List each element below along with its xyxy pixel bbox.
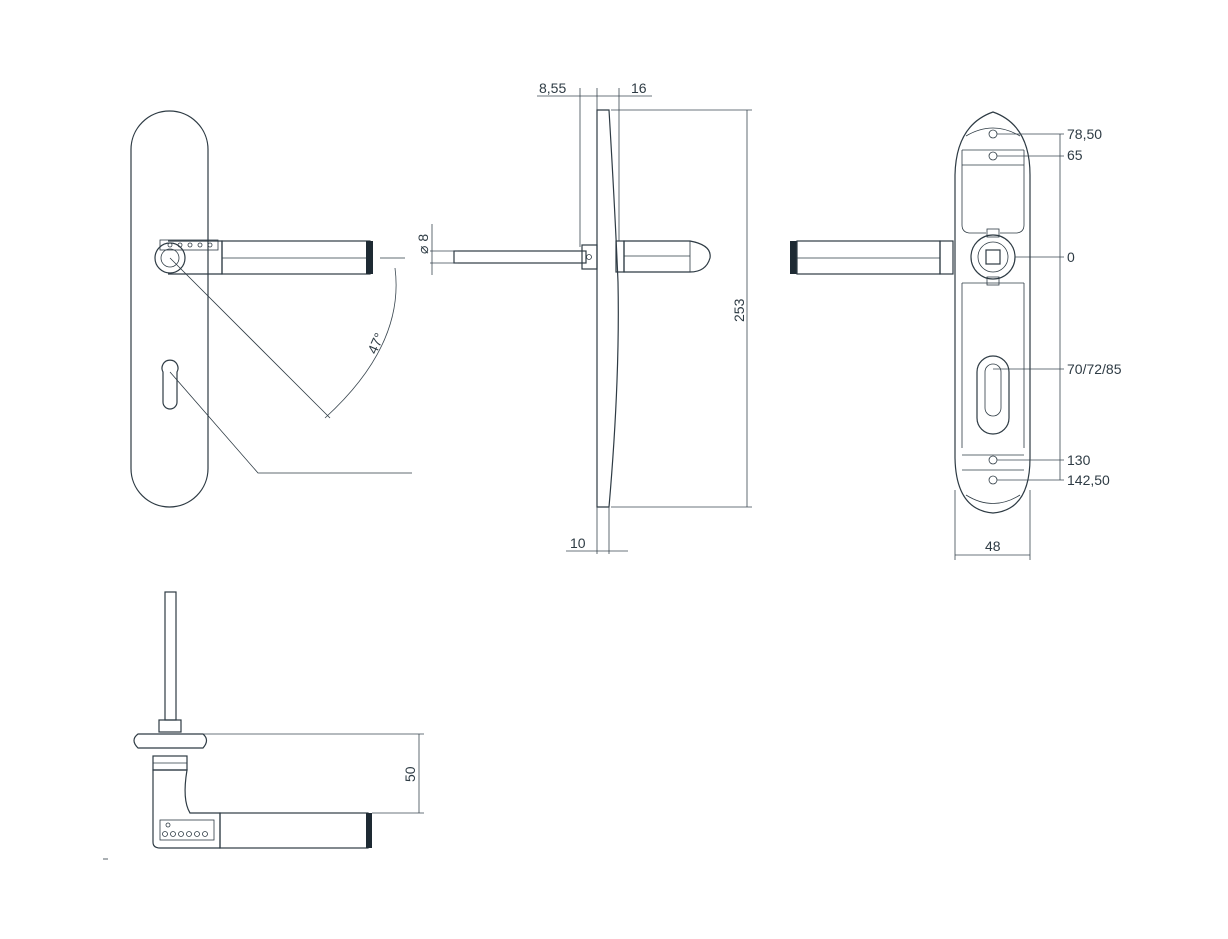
dim-48-label: 48 xyxy=(985,538,1001,554)
back-view: 78,50 65 0 70/72/85 130 142,50 48 xyxy=(790,111,1122,560)
back-backplate xyxy=(954,111,1031,514)
dim-130-label: 130 xyxy=(1067,452,1091,468)
back-keyhole xyxy=(976,355,1010,435)
dim-10-label: 10 xyxy=(570,535,586,551)
back-handle xyxy=(796,240,941,275)
back-handle-grip xyxy=(790,241,797,274)
front-angle-arc xyxy=(324,267,397,419)
angle-47-label: 47° xyxy=(364,330,387,356)
front-keyhole xyxy=(161,359,179,410)
dim-70-72-85-label: 70/72/85 xyxy=(1067,361,1122,377)
dim-0-label: 0 xyxy=(1067,249,1075,265)
dim-142-50-label: 142,50 xyxy=(1067,472,1110,488)
dim-50-label: 50 xyxy=(402,766,418,782)
side-handle xyxy=(623,240,711,273)
front-handle-grip xyxy=(366,241,373,274)
dim-78-50-label: 78,50 xyxy=(1067,126,1102,142)
side-spindle xyxy=(453,250,587,264)
back-screw-hole-top xyxy=(988,129,998,139)
dim-spindle-label: ⌀ 8 xyxy=(415,234,431,254)
front-handle-lever xyxy=(168,240,223,275)
front-view: 47° xyxy=(130,110,412,508)
dim-253-label: 253 xyxy=(731,298,747,322)
top-handle-body xyxy=(152,769,221,849)
top-handle-grip xyxy=(366,813,372,848)
back-screw-hole-lower xyxy=(988,455,998,465)
dim-8-55-label: 8,55 xyxy=(539,80,566,96)
top-keypad xyxy=(159,819,215,841)
side-door-plate xyxy=(596,109,619,508)
back-screw-hole-bottom xyxy=(988,475,998,485)
side-view: 8,55 16 253 ⌀ 8 10 xyxy=(415,80,752,554)
top-view: 50 xyxy=(103,591,424,860)
dim-65-label: 65 xyxy=(1067,147,1083,163)
top-spindle xyxy=(164,591,177,721)
top-rose xyxy=(133,733,208,749)
front-backplate xyxy=(130,110,209,508)
dim-16-label: 16 xyxy=(631,80,647,96)
back-screw-hole-upper xyxy=(988,151,998,161)
